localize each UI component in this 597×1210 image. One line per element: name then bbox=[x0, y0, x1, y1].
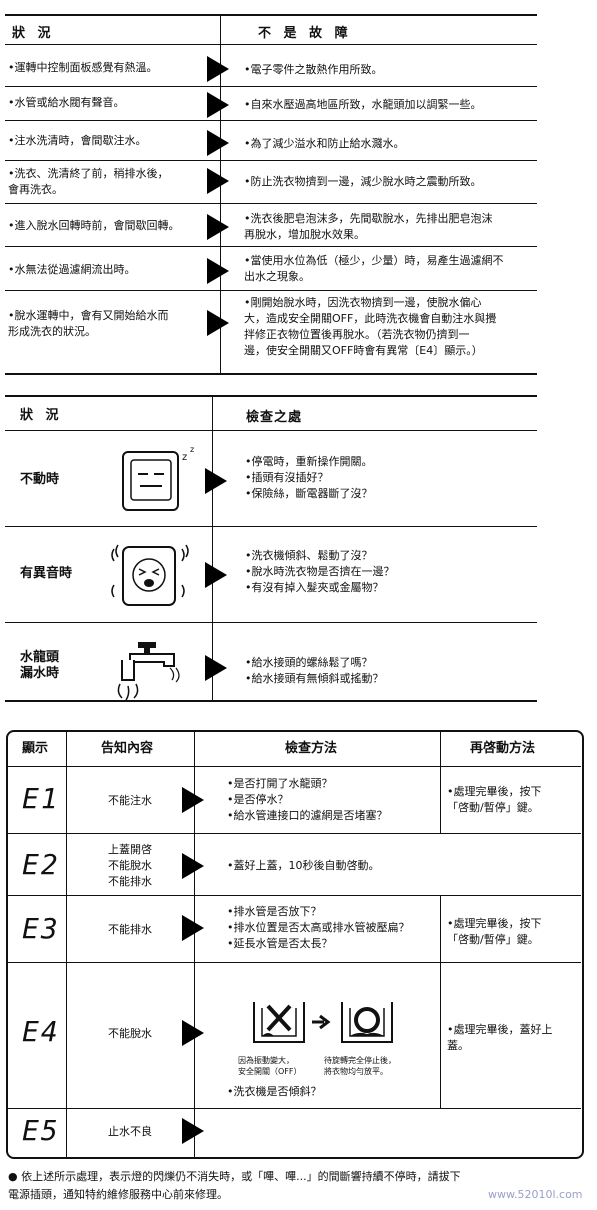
svg-text:z: z bbox=[190, 445, 194, 454]
notice-text: 不能注水 bbox=[108, 794, 152, 807]
tub-balanced-icon bbox=[341, 1002, 393, 1043]
row-divider bbox=[5, 86, 537, 87]
table2-bottom-border bbox=[5, 700, 537, 702]
row-divider bbox=[5, 246, 537, 247]
watermark-text: www.52010l.com bbox=[488, 1188, 583, 1201]
table2-header-divider bbox=[5, 430, 537, 431]
row-divider bbox=[7, 962, 581, 963]
row-divider bbox=[5, 160, 537, 161]
table1-situation: •注水洗清時，會間歇注水。 bbox=[8, 134, 147, 147]
table1-situation: •脫水運轉中，會有又開始給水而 形成洗衣的狀況。 bbox=[8, 309, 169, 338]
error-code-e5: E5 bbox=[22, 1114, 60, 1147]
notice-text: 上蓋開啓 不能脫水 不能排水 bbox=[108, 843, 152, 888]
footer-note: ● 依上述所示處理，表示燈的閃爍仍不消失時，或「嗶、嗶...」的間斷響持續不停時… bbox=[8, 1170, 461, 1201]
method-text: •是否打開了水龍頭？ •是否停水？ •給水管連接口的濾網是否堵塞？ bbox=[227, 777, 388, 822]
restart-text: •處理完畢後，蓋好上 蓋。 bbox=[447, 1023, 553, 1052]
method-text: •洗衣機是否傾斜？ bbox=[227, 1085, 322, 1098]
table1-reason: •剛開始脫水時，因洗衣物擠到一邊，使脫水偏心 大，造成安全開關OFF，此時洗衣機… bbox=[244, 296, 497, 357]
col-divider bbox=[440, 896, 441, 1108]
table1-top-border bbox=[5, 14, 537, 16]
e4-caption-left: 因為振動變大， 安全開關（OFF） bbox=[238, 1056, 302, 1076]
row-divider bbox=[5, 622, 537, 623]
error-code-e2: E2 bbox=[22, 848, 60, 881]
arrow-icon bbox=[205, 468, 227, 494]
error-code-e3: E3 bbox=[22, 912, 60, 945]
table2-header-situation: 狀 況 bbox=[20, 408, 63, 423]
header-restart: 再啓動方法 bbox=[470, 741, 536, 756]
table1-situation: •運轉中控制面板感覺有熱溫。 bbox=[8, 61, 158, 74]
machine-idle-icon: z z bbox=[122, 445, 194, 511]
arrow-icon bbox=[182, 915, 204, 941]
restart-text: •處理完畢後，按下 「啓動/暫停」鍵。 bbox=[447, 917, 542, 946]
table1-header-not-fault: 不 是 故 障 bbox=[258, 26, 352, 41]
arrow-icon bbox=[207, 310, 229, 336]
table2-top-border bbox=[5, 395, 537, 397]
header-method: 檢查方法 bbox=[285, 741, 338, 756]
table2-checks: •停電時，重新操作開關。 •插頭有沒插好？ •保險絲，斷電器斷了沒？ bbox=[245, 455, 373, 500]
row-divider bbox=[7, 766, 581, 767]
col-divider bbox=[440, 730, 441, 833]
table2-situation: 不動時 bbox=[20, 472, 60, 487]
row-divider bbox=[5, 290, 537, 291]
error-code-table bbox=[6, 730, 584, 1159]
table1-header-situation: 狀 況 bbox=[12, 26, 55, 41]
notice-text: 不能脫水 bbox=[108, 1027, 152, 1040]
row-divider bbox=[7, 833, 581, 834]
arrow-icon bbox=[207, 214, 229, 240]
arrow-right-icon bbox=[312, 1014, 331, 1030]
method-text: •排水管是否放下？ •排水位置是否太高或排水管被壓扁？ •延長水管是否太長？ bbox=[227, 905, 410, 950]
restart-text: •處理完畢後，按下 「啓動/暫停」鍵。 bbox=[447, 785, 542, 814]
notice-text: 止水不良 bbox=[108, 1125, 152, 1138]
table2-header-checks: 檢查之處 bbox=[246, 410, 303, 425]
arrow-icon bbox=[205, 562, 227, 588]
table1-situation: •水無法從過濾網流出時。 bbox=[8, 263, 136, 276]
row-divider bbox=[7, 895, 581, 896]
arrow-icon bbox=[207, 258, 229, 284]
error-code-e4: E4 bbox=[22, 1015, 60, 1048]
table2-situation: 有異音時 bbox=[20, 566, 73, 581]
arrow-icon bbox=[182, 1118, 204, 1144]
table1-situation: •洗衣、洗清終了前，稍排水後， 會再洗衣。 bbox=[8, 167, 169, 196]
row-divider bbox=[5, 526, 537, 527]
table1-column-divider bbox=[220, 14, 221, 374]
header-notice: 告知內容 bbox=[101, 741, 154, 756]
table2-column-divider bbox=[212, 395, 213, 700]
arrow-icon bbox=[207, 168, 229, 194]
tub-unbalanced-icon bbox=[253, 1002, 305, 1043]
row-divider bbox=[5, 203, 537, 204]
table1-reason: •洗衣後肥皂泡沫多，先間歇脫水，先排出肥皂泡沫 再脫水，增加脫水效果。 bbox=[244, 212, 493, 241]
table1-reason: •為了減少溢水和防止給水濺水。 bbox=[244, 137, 405, 150]
row-divider bbox=[7, 1108, 581, 1109]
table1-reason: •防止洗衣物擠到一邊，減少脫水時之震動所致。 bbox=[244, 175, 482, 188]
arrow-icon bbox=[182, 787, 204, 813]
method-text: •蓋好上蓋，10秒後自動啓動。 bbox=[227, 859, 380, 872]
faucet-leak-icon bbox=[117, 642, 180, 701]
table2-checks: •洗衣機傾斜、鬆動了沒？ •脫水時洗衣物是否擠在一邊？ •有沒有掉入髮夾或金屬物… bbox=[245, 549, 395, 594]
notice-text: 不能排水 bbox=[108, 923, 152, 936]
table1-header-divider bbox=[5, 44, 537, 45]
svg-text:z: z bbox=[182, 452, 187, 463]
e4-caption-right: 待旋轉完全停止後， 將衣物均勻放平。 bbox=[324, 1056, 396, 1076]
table1-bottom-border bbox=[5, 373, 537, 375]
row-divider bbox=[5, 120, 537, 121]
arrow-icon bbox=[182, 853, 204, 879]
table1-situation: •進入脫水回轉時前，會間歇回轉。 bbox=[8, 219, 180, 232]
error-code-e1: E1 bbox=[22, 782, 60, 815]
arrow-icon bbox=[182, 1020, 204, 1046]
table1-reason: •電子零件之散熱作用所致。 bbox=[244, 63, 383, 76]
table2-checks: •給水接頭的螺絲鬆了嗎？ •給水接頭有無傾斜或搖動？ bbox=[245, 656, 384, 685]
machine-noise-icon bbox=[111, 544, 189, 606]
col-divider bbox=[194, 730, 195, 1157]
header-display: 顯示 bbox=[22, 741, 49, 756]
table1-reason: •當使用水位為低（極少，少量）時，易產生過濾網不 出水之現象。 bbox=[244, 254, 504, 283]
table2-situation: 水龍頭 漏水時 bbox=[20, 650, 60, 681]
arrow-icon bbox=[207, 92, 229, 118]
table1-reason: •自來水壓過高地區所致，水龍頭加以調緊一些。 bbox=[244, 98, 482, 111]
arrow-icon bbox=[207, 56, 229, 82]
col-divider bbox=[66, 730, 67, 1157]
arrow-icon bbox=[207, 130, 229, 156]
table1-situation: •水管或給水閥有聲音。 bbox=[8, 96, 125, 109]
arrow-icon bbox=[205, 655, 227, 681]
